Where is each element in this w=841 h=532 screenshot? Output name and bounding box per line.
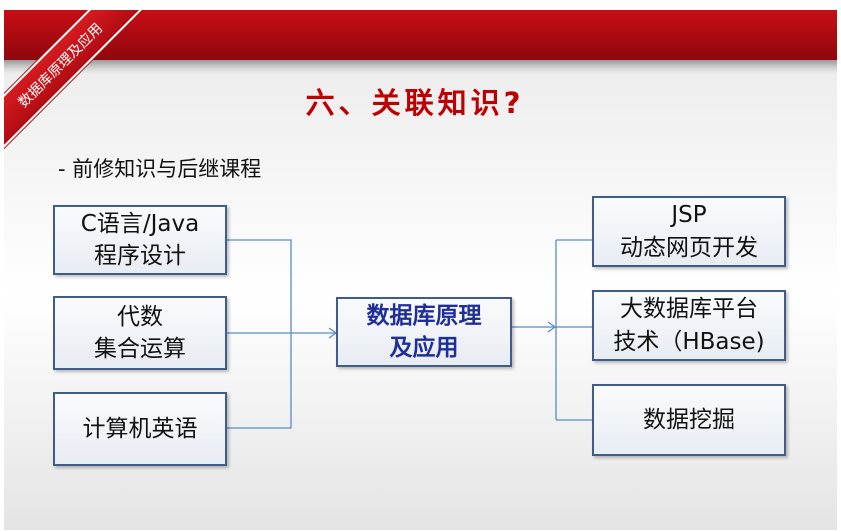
header-band xyxy=(4,10,837,60)
arrow-head-followups xyxy=(547,321,557,333)
followup-box-2: 大数据库平台 技术（HBase) xyxy=(592,290,786,361)
prereq-2-line-1: 代数 xyxy=(117,303,163,330)
connector-to-followups xyxy=(512,239,592,421)
prereq-box-3: 计算机英语 xyxy=(53,392,227,466)
header-shadow xyxy=(4,60,837,74)
center-course-box: 数据库原理 及应用 xyxy=(336,297,512,367)
center-course-line-1: 数据库原理 xyxy=(366,302,482,329)
subheading: - 前修知识与后继课程 xyxy=(58,157,262,181)
prereq-box-1: C语言/Java 程序设计 xyxy=(53,205,227,275)
prereq-1-line-2: 程序设计 xyxy=(94,243,186,269)
prereq-3-line-1: 计算机英语 xyxy=(82,415,198,442)
prereq-1-line-1: C语言/Java xyxy=(80,210,200,237)
followup-1-line-1: JSP xyxy=(671,202,707,229)
followup-box-3: 数据挖掘 xyxy=(592,384,786,456)
prereq-2-line-2: 集合运算 xyxy=(94,336,186,362)
followup-3-line-1: 数据挖掘 xyxy=(643,406,735,433)
prereq-box-2: 代数 集合运算 xyxy=(53,296,227,370)
followup-2-line-2: 技术（HBase) xyxy=(613,328,765,355)
followup-box-1: JSP 动态网页开发 xyxy=(592,196,786,267)
connector-prereq-1 xyxy=(227,239,292,429)
followup-2-line-1: 大数据库平台 xyxy=(620,296,758,323)
slide-title: 六、关联知识? xyxy=(305,86,525,120)
followup-1-line-2: 动态网页开发 xyxy=(620,234,758,261)
center-course-line-2: 及应用 xyxy=(389,335,459,361)
